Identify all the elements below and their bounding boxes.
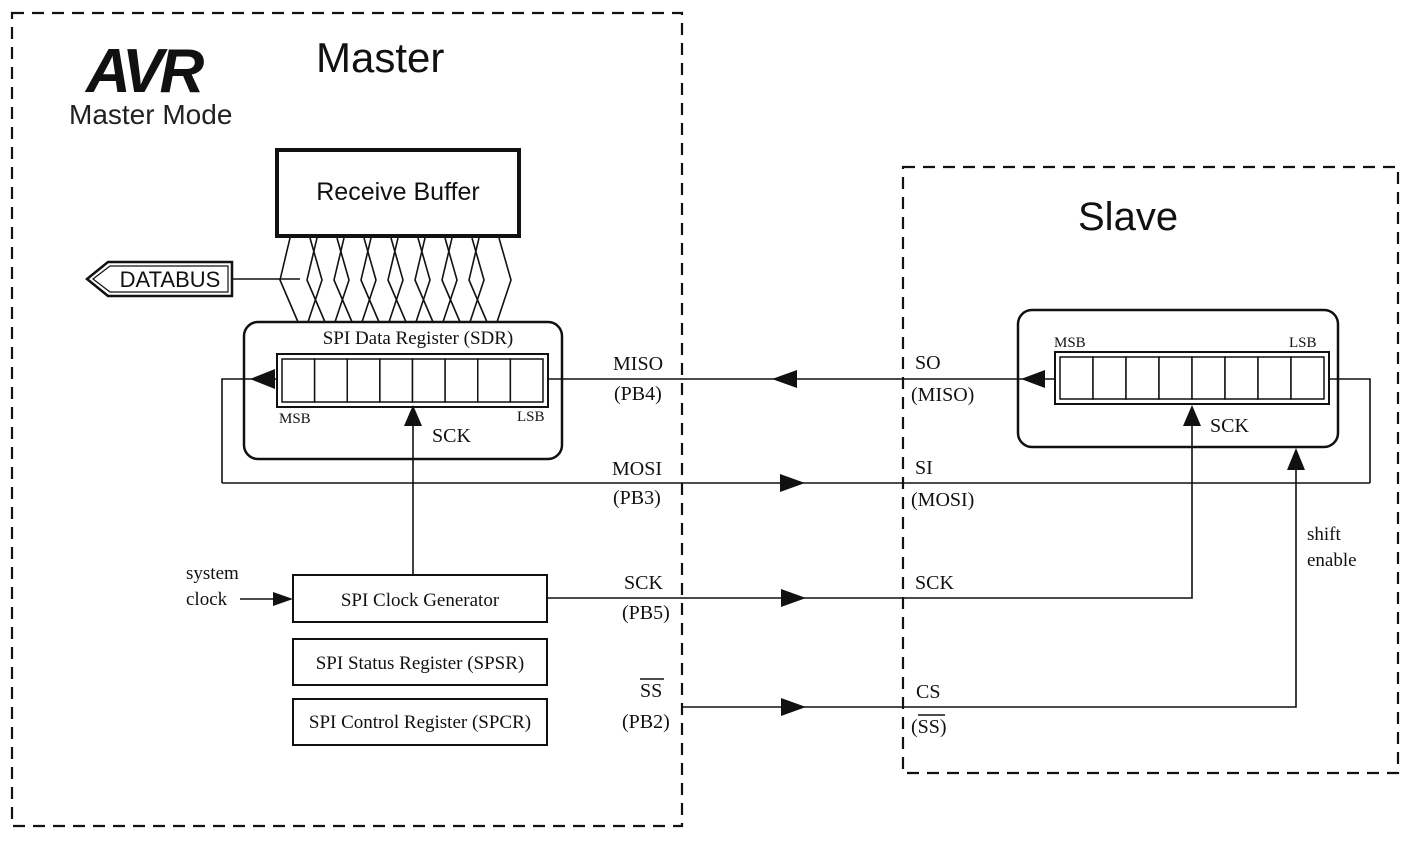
receive-buffer-label: Receive Buffer: [316, 178, 480, 206]
miso-line: [221, 369, 1371, 483]
buffer-data-line: [360, 237, 380, 323]
master-shift-register: [281, 358, 544, 403]
buffer-data-lines: [279, 237, 512, 323]
buffer-data-line: [468, 237, 488, 323]
miso-master-label: MISO: [613, 353, 663, 375]
status-register-box: [292, 638, 548, 686]
databus-label: DATABUS: [120, 267, 221, 292]
slave-msb-label: MSB: [1054, 335, 1086, 351]
slave-bit-cell: [1257, 356, 1292, 400]
cs-slave-label: CS: [916, 681, 940, 703]
master-bit-cell: [313, 358, 348, 403]
master-bit-cell: [379, 358, 414, 403]
mosi-line: [222, 474, 1370, 492]
clock-generator-label: SPI Clock Generator: [341, 590, 500, 611]
buffer-data-line: [306, 237, 326, 323]
shift-enable-label-2: enable: [1307, 550, 1357, 571]
master-bit-cell: [346, 358, 381, 403]
mosi-slave-label: SI: [915, 457, 933, 479]
slave-title: Slave: [1078, 195, 1178, 239]
system-clock-label-1: system: [186, 563, 239, 584]
sck-line: [547, 405, 1201, 607]
system-clock-arrowhead: [273, 592, 293, 606]
slave-bit-cell: [1158, 356, 1193, 400]
miso-slave-pin: (MISO): [911, 384, 974, 406]
slave-bit-cell: [1092, 356, 1127, 400]
status-register-label: SPI Status Register (SPSR): [316, 653, 525, 674]
buffer-data-line: [441, 237, 461, 323]
slave-lsb-label: LSB: [1289, 335, 1317, 351]
slave-bit-cell: [1125, 356, 1160, 400]
buffer-data-line: [333, 237, 353, 323]
master-bit-cell: [411, 358, 446, 403]
slave-bit-cell: [1059, 356, 1094, 400]
clock-generator-box: [292, 574, 548, 623]
miso-slave-label: SO: [915, 352, 941, 374]
master-title: Master: [316, 34, 444, 81]
buffer-data-line: [387, 237, 407, 323]
mosi-master-label: MOSI: [612, 458, 662, 480]
ss-master-pin: (PB2): [622, 711, 670, 733]
slave-boundary: [901, 165, 1400, 775]
slave-bit-cell: [1191, 356, 1226, 400]
master-bit-cell: [477, 358, 512, 403]
sck-slave-label: SCK: [915, 572, 954, 594]
sck-master-label: SCK: [624, 572, 663, 594]
shift-enable-label-1: shift: [1307, 524, 1342, 545]
sck-master-pin: (PB5): [622, 602, 670, 624]
miso-master-pin: (PB4): [614, 383, 662, 405]
master-msb-label: MSB: [279, 411, 311, 427]
slave-bit-cell: [1224, 356, 1259, 400]
mosi-master-pin: (PB3): [613, 487, 661, 509]
control-register-label: SPI Control Register (SPCR): [309, 712, 531, 733]
master-sck-label: SCK: [432, 425, 471, 447]
master-sdr-label: SPI Data Register (SDR): [323, 328, 514, 349]
avr-logo: AVR Master Mode: [69, 37, 232, 130]
avr-logo-text: AVR: [84, 37, 205, 106]
mosi-slave-pin: (MOSI): [911, 489, 974, 511]
master-lsb-label: LSB: [517, 409, 545, 425]
buffer-data-line: [414, 237, 434, 323]
system-clock-label-2: clock: [186, 589, 228, 610]
buffer-data-line: [279, 237, 299, 323]
receive-buffer-box: [275, 148, 521, 238]
master-bit-cell: [281, 358, 316, 403]
ss-line: [682, 448, 1305, 716]
slave-sck-label: SCK: [1210, 415, 1249, 437]
ss-slave-pin: (SS): [911, 716, 947, 738]
slave-shift-register-outer: [1054, 351, 1330, 405]
master-bit-cell: [509, 358, 544, 403]
master-sck-line: [404, 405, 422, 575]
slave-shift-register: [1059, 356, 1325, 400]
ss-master-label: SS: [640, 680, 662, 702]
buffer-data-line: [496, 237, 512, 323]
master-mode-label: Master Mode: [69, 99, 232, 130]
slave-bit-cell: [1290, 356, 1325, 400]
master-bit-cell: [444, 358, 479, 403]
control-register-box: [292, 698, 548, 746]
databus-arrow: [85, 260, 300, 298]
